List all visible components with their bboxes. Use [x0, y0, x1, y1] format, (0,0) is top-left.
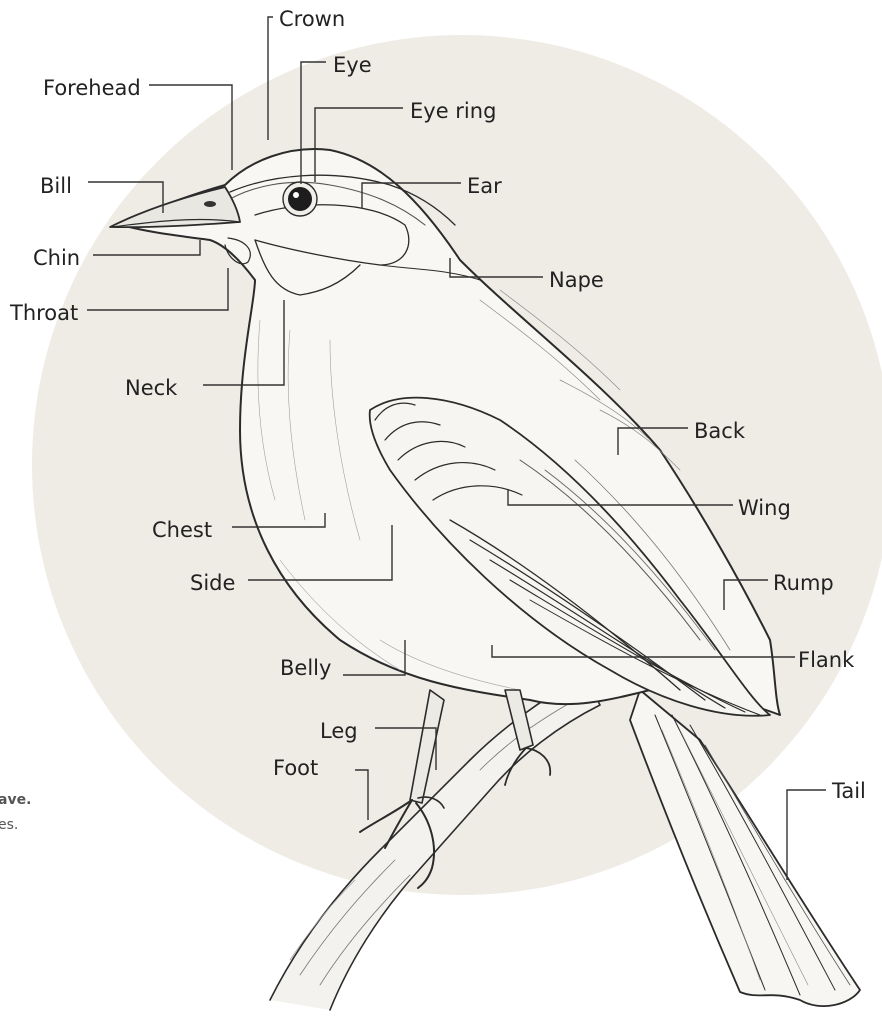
label-chest: Chest: [152, 518, 212, 542]
label-bill: Bill: [40, 174, 72, 198]
label-eye: Eye: [333, 53, 372, 77]
label-belly: Belly: [280, 656, 331, 680]
label-throat: Throat: [9, 301, 78, 325]
label-wing: Wing: [738, 496, 791, 520]
cut-off-text-line-1: ave.: [0, 792, 31, 808]
label-side: Side: [190, 571, 235, 595]
label-chin: Chin: [33, 246, 80, 270]
label-forehead: Forehead: [43, 76, 141, 100]
label-neck: Neck: [125, 376, 178, 400]
bird-eye: [283, 182, 317, 216]
label-leg: Leg: [320, 719, 358, 743]
label-eye-ring: Eye ring: [410, 99, 496, 123]
label-nape: Nape: [549, 268, 604, 292]
label-tail: Tail: [831, 779, 866, 803]
leader-tail: [787, 790, 826, 880]
label-rump: Rump: [773, 571, 834, 595]
label-ear: Ear: [467, 174, 502, 198]
label-crown: Crown: [279, 7, 345, 31]
label-flank: Flank: [798, 648, 855, 672]
cut-off-text-line-2: es.: [0, 817, 18, 833]
label-back: Back: [694, 419, 746, 443]
label-foot: Foot: [273, 756, 318, 780]
